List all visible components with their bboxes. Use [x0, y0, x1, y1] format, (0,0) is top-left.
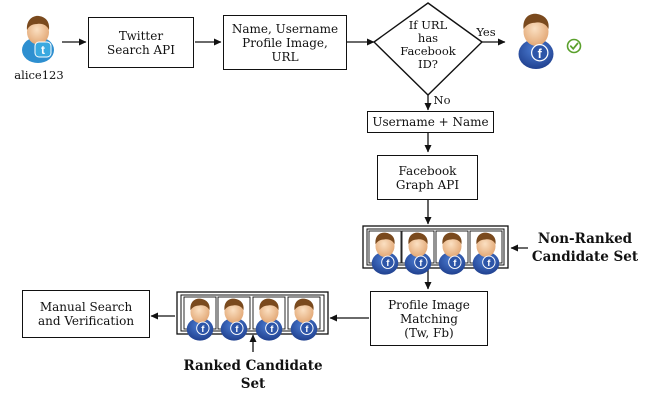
yes-label: Yes [476, 25, 496, 39]
non-ranked-candidate-set [362, 225, 509, 276]
profile-info-box: Name, Username Profile Image, URL [223, 15, 347, 70]
edges [62, 38, 528, 352]
twitter-search-api-box: Twitter Search API [88, 17, 194, 68]
check-icon [566, 38, 582, 54]
ranked-candidate-set-label: Ranked Candidate Set [183, 358, 323, 392]
candidate-thumb [401, 230, 435, 276]
candidate-thumb [217, 296, 251, 342]
no-label: No [433, 93, 451, 107]
candidate-thumb [368, 230, 402, 276]
ranked-candidate-set [176, 291, 329, 342]
candidate-thumb [469, 230, 503, 276]
candidate-thumb [287, 296, 321, 342]
facebook-graph-api-box: Facebook Graph API [377, 155, 478, 200]
twitter-user-icon: t [22, 15, 54, 63]
candidate-thumb [183, 296, 217, 342]
manual-search-box: Manual Search and Verification [22, 290, 150, 338]
svg-text:t: t [41, 43, 45, 57]
decision-diamond [372, 2, 484, 96]
profile-image-matching-box: Profile Image Matching (Tw, Fb) [370, 291, 488, 346]
candidate-thumb [252, 296, 286, 342]
candidate-thumb [435, 230, 469, 276]
facebook-user-icon [517, 13, 555, 70]
non-ranked-candidate-set-label: Non-Ranked Candidate Set [531, 231, 639, 265]
decision-label: If URL has Facebook ID? [400, 18, 456, 71]
user-label: alice123 [14, 68, 64, 82]
username-name-box: Username + Name [367, 111, 494, 133]
